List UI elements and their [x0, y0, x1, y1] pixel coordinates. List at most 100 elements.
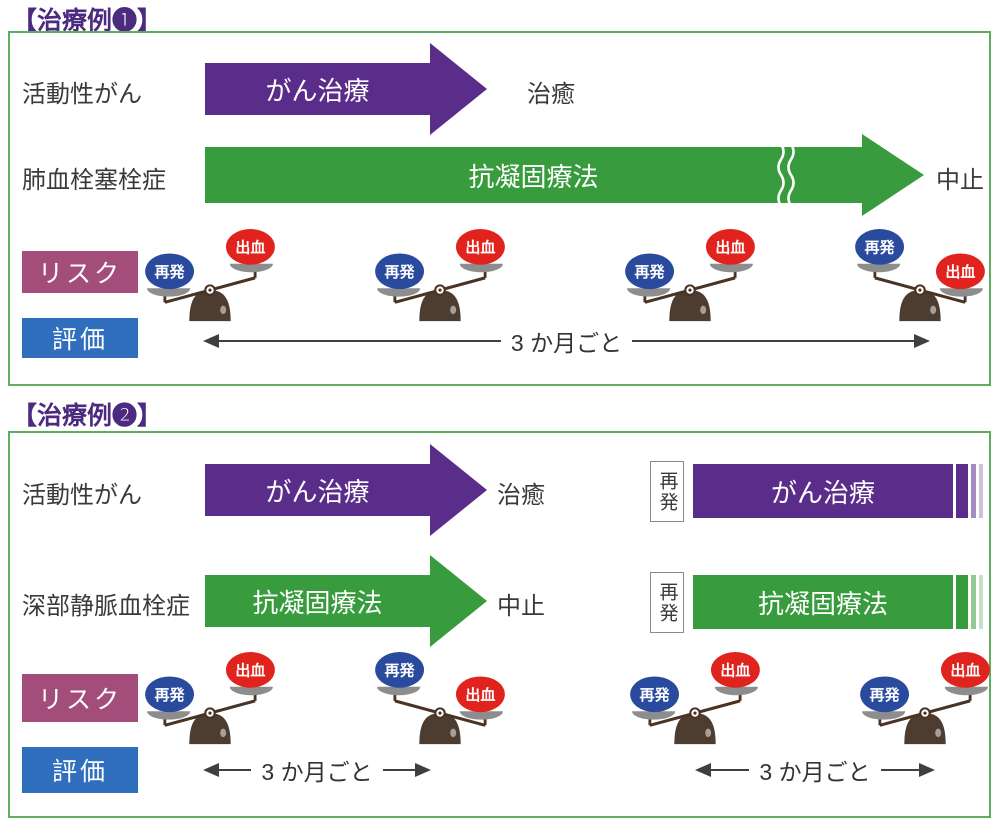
panel2-evaluation-badge: 評価 — [22, 747, 138, 793]
interval-line — [219, 769, 252, 771]
panel2-evaluation-interval-arrow-left: 3 か月ごと — [203, 757, 431, 785]
bleeding-bubble-label: 出血 — [950, 662, 980, 680]
balance-scale-icon: 再発 出血 — [625, 229, 755, 322]
scale-dome-highlight — [700, 305, 707, 315]
recurrence-bubble-label: 再発 — [385, 662, 416, 680]
scale-dome-highlight — [450, 305, 457, 315]
bleeding-bubble-label: 出血 — [715, 239, 745, 257]
bleeding-bubble — [225, 229, 275, 265]
scale-dome-highlight — [220, 728, 227, 738]
arrowhead-left-icon — [203, 763, 219, 777]
balance-scale-icon: 再発 出血 — [855, 229, 985, 322]
risk-balance-scale: 再発 出血 — [629, 652, 761, 746]
arrowhead-right-icon — [919, 763, 935, 777]
bleeding-bubble-label: 出血 — [720, 662, 750, 680]
fade-stripe — [971, 575, 976, 629]
bleeding-bubble-label: 出血 — [235, 239, 265, 257]
recurrence-bubble-label: 再発 — [865, 239, 896, 257]
recurrence-bubble-label: 再発 — [155, 686, 186, 704]
arrowhead-left-icon — [695, 763, 711, 777]
scale-pivot-dot — [438, 288, 442, 292]
risk-balance-scale: 再発 出血 — [624, 229, 756, 323]
scale-pan-right — [944, 686, 988, 696]
panel2-cancer-outcome-label: 治癒 — [497, 482, 545, 509]
recurrence-bubble-label: 再発 — [385, 263, 416, 281]
panel2-cancer-treatment-arrow: がん治療 — [205, 464, 430, 516]
fade-stripe — [971, 464, 976, 518]
panel2-anticoagulation-arrow: 抗凝固療法 — [205, 575, 430, 627]
interval-line — [880, 769, 919, 771]
risk-balance-scale: 再発 出血 — [144, 652, 276, 746]
scale-pan-right — [459, 711, 503, 720]
scale-dome — [419, 713, 461, 745]
scale-pivot-dot — [208, 288, 212, 292]
panel1-condition-label-pe: 肺血栓塞栓症 — [22, 167, 166, 194]
panel1-evaluation-interval-arrow: 3 か月ごと — [203, 328, 930, 356]
recurrence-bubble — [375, 253, 425, 290]
panel2-condition-label-cancer: 活動性がん — [22, 482, 142, 509]
balance-scale-icon: 再発 出血 — [145, 652, 275, 745]
interval-line — [219, 340, 501, 342]
scale-pan-right — [714, 686, 758, 696]
recurrence-bubble-label: 再発 — [870, 686, 901, 704]
interval-label: 3 か月ごと — [261, 759, 373, 785]
recurrence-bubble — [145, 676, 195, 713]
scale-dome — [189, 713, 231, 745]
scale-pan-left — [632, 711, 676, 720]
scale-dome — [904, 713, 946, 745]
panel2-cancer-recurrence-box: 再発 — [650, 461, 684, 522]
bleeding-bubble — [710, 652, 760, 688]
panel2-anticoagulation-outcome-label: 中止 — [497, 593, 545, 620]
scale-pan-left — [377, 288, 421, 297]
bleeding-bubble-label: 出血 — [465, 686, 495, 704]
panel1-anticoagulation-outcome-label: 中止 — [936, 167, 984, 194]
risk-balance-scale: 再発 出血 — [374, 652, 506, 746]
scale-dome — [419, 290, 461, 322]
panel2-title: 【治療例❷】 — [12, 402, 163, 430]
interval-line — [632, 340, 914, 342]
bleeding-bubble — [455, 229, 505, 265]
scale-dome-highlight — [935, 728, 942, 738]
fade-stripe — [956, 575, 968, 629]
scale-pivot-dot — [693, 711, 697, 715]
panel1-anticoagulation-arrowhead-icon — [862, 134, 924, 216]
scale-pivot-dot — [208, 711, 212, 715]
risk-balance-scale: 再発 出血 — [374, 229, 506, 323]
interval-label: 3 か月ごと — [510, 330, 623, 356]
scale-pan-left — [627, 288, 671, 297]
scale-dome-highlight — [930, 305, 937, 315]
balance-scale-icon: 再発 出血 — [375, 229, 505, 322]
scale-pivot-dot — [918, 288, 922, 292]
fade-stripe — [979, 464, 983, 518]
scale-pan-right — [709, 263, 753, 273]
balance-scale-icon: 再発 出血 — [630, 652, 760, 745]
panel2-cancer-treatment-arrowhead-icon — [430, 444, 487, 536]
scale-dome-highlight — [220, 305, 227, 315]
bleeding-bubble — [940, 652, 990, 688]
recurrence-bubble — [145, 253, 195, 290]
interruption-squiggle-icon — [777, 144, 795, 206]
panel2-anticoagulation-arrowhead-icon — [430, 555, 487, 647]
panel1-evaluation-badge: 評価 — [22, 318, 138, 358]
panel1-risk-badge: リスク — [22, 251, 138, 293]
panel1-cancer-treatment-arrowhead-icon — [430, 43, 487, 135]
arrowhead-left-icon — [203, 334, 219, 348]
scale-pan-right — [459, 263, 503, 273]
recurrence-bubble — [375, 652, 425, 688]
scale-pan-left — [862, 711, 906, 720]
scale-pivot-dot — [688, 288, 692, 292]
scale-pivot-dot — [923, 711, 927, 715]
panel1-anticoagulation-arrow: 抗凝固療法 — [205, 147, 862, 203]
panel1-frame — [8, 31, 991, 386]
arrowhead-right-icon — [914, 334, 930, 348]
scale-pan-left — [857, 263, 901, 273]
bleeding-bubble — [935, 253, 985, 290]
recurrence-bubble — [855, 229, 905, 265]
scale-pivot-dot — [438, 711, 442, 715]
scale-dome — [189, 290, 231, 322]
bleeding-bubble — [225, 652, 275, 688]
balance-scale-icon: 再発 出血 — [375, 652, 505, 745]
scale-pan-left — [377, 686, 421, 696]
scale-dome-highlight — [705, 728, 712, 738]
